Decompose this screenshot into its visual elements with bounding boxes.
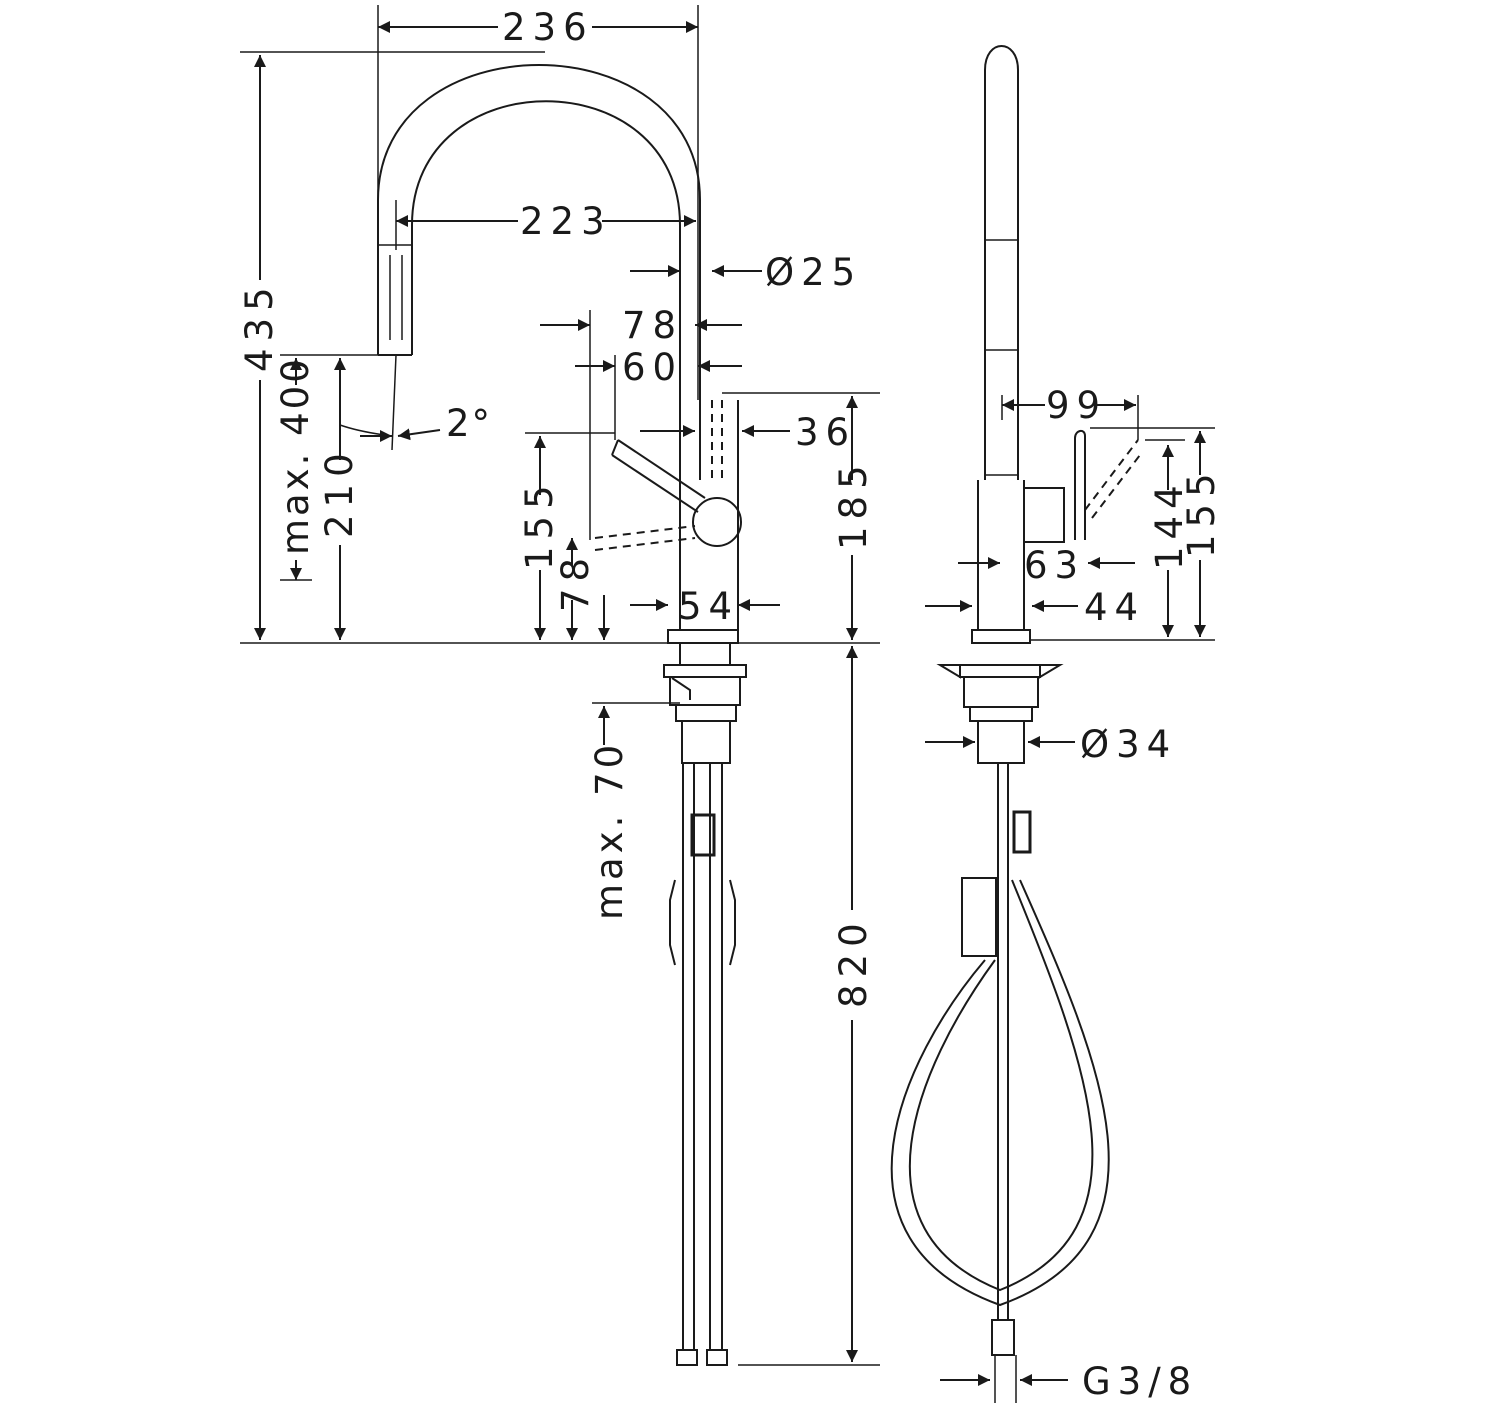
dim-diameter-25: Ø25 (765, 251, 862, 294)
dim-185: 185 (832, 458, 875, 550)
mounting-assembly (663, 642, 747, 1366)
dim-820: 820 (832, 916, 875, 1008)
dim-99: 99 (1046, 384, 1107, 427)
dim-236: 236 (502, 6, 594, 49)
hose-weight-side (961, 877, 997, 957)
dim-angle-2: 2° (446, 402, 492, 445)
dim-210: 210 (318, 446, 361, 538)
dim-435: 435 (238, 280, 281, 372)
dim-g3-8: G3/8 (1082, 1360, 1198, 1403)
dim-44: 44 (1084, 586, 1145, 629)
dim-78: 78 (622, 304, 683, 347)
dim-60: 60 (622, 346, 683, 389)
dim-diameter-34: Ø34 (1080, 723, 1177, 766)
faucet-body (594, 400, 742, 644)
dim-78-lever: 78 (554, 551, 597, 612)
dim-155-lever: 155 (518, 478, 561, 570)
side-spout (984, 45, 1019, 480)
dim-144: 144 (1148, 478, 1191, 570)
dim-63: 63 (1024, 544, 1085, 587)
handle-hub (692, 497, 742, 547)
hose-weight (690, 813, 716, 857)
dim-max-70: max. 70 (588, 741, 631, 920)
dim-223: 223 (520, 200, 612, 243)
side-view: 99 63 44 144 155 Ø34 G3/8 (890, 45, 1223, 1403)
spout (377, 64, 701, 480)
dim-54: 54 (678, 585, 739, 628)
dim-155-side: 155 (1180, 466, 1223, 558)
dim-max-400: max. 400 (274, 356, 317, 555)
front-view: 236 223 Ø25 78 60 2° 36 435 (238, 5, 880, 1366)
dim-36: 36 (795, 411, 856, 454)
